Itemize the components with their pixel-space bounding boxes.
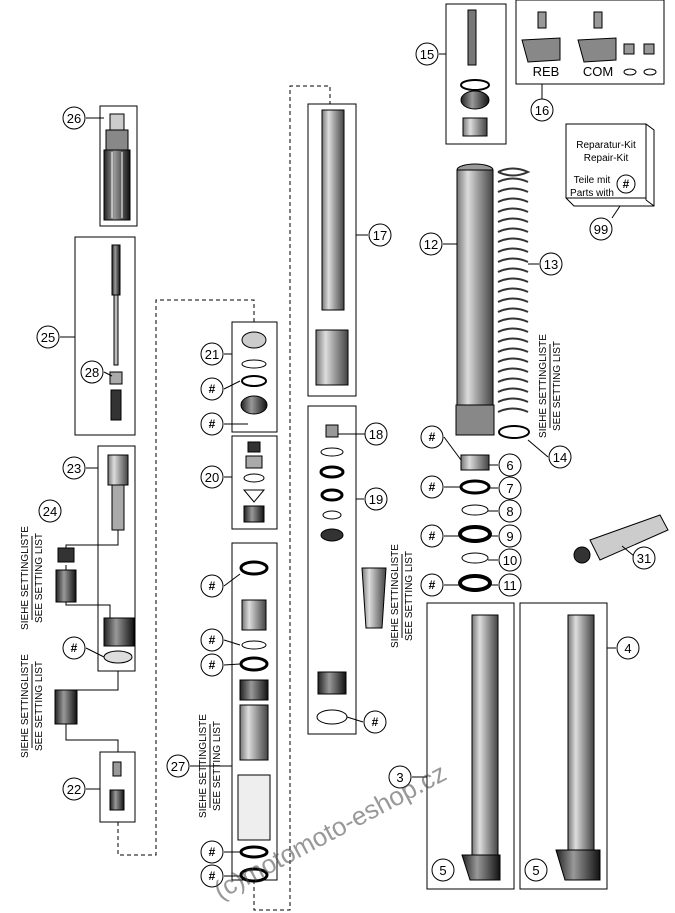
svg-text:SIEHE SETTINGLISTE: SIEHE SETTINGLISTE — [198, 714, 209, 818]
setting-list-label-19: SIEHE SETTINGLISTE SEE SETTING LIST — [390, 544, 415, 648]
svg-text:SEE SETTING LIST: SEE SETTING LIST — [34, 533, 45, 623]
box-4 — [519, 602, 608, 890]
parts-6-11-drawing — [458, 454, 492, 592]
hash-callout: # — [429, 430, 436, 444]
callout-25: 25 — [41, 330, 55, 345]
setting-list-label-27: SIEHE SETTINGLISTE SEE SETTING LIST — [198, 714, 223, 818]
box-15 — [445, 3, 507, 145]
part-27-drawing — [237, 560, 271, 883]
repair-kit-box — [565, 123, 655, 207]
part-24-drawing — [54, 547, 78, 725]
box-23 — [97, 445, 136, 672]
svg-text:SIEHE SETTINGLISTE: SIEHE SETTINGLISTE — [20, 654, 31, 758]
part-13-drawing — [497, 167, 531, 413]
callout-5-right: 5 — [532, 863, 539, 878]
connector-22 — [65, 720, 119, 752]
hash-callout: # — [209, 382, 216, 396]
repair-kit-en: Repair-Kit — [584, 153, 629, 164]
setting-list-label-22: SIEHE SETTINGLISTE SEE SETTING LIST — [20, 654, 45, 758]
hash-callout: # — [429, 578, 436, 592]
hash-callout: # — [429, 480, 436, 494]
callout-15: 15 — [420, 47, 434, 62]
parts-with-en: Parts with — [570, 188, 614, 199]
callout-21: 21 — [205, 347, 219, 362]
callout-18: 18 — [369, 427, 383, 442]
box-26 — [99, 105, 138, 227]
part-22-drawing — [109, 761, 125, 811]
part-31-drawing — [573, 514, 669, 564]
setting-list-label-24: SIEHE SETTINGLISTE SEE SETTING LIST — [20, 526, 45, 630]
part-25-drawing — [109, 244, 123, 421]
box-25 — [74, 236, 136, 436]
hash-callout: # — [71, 641, 78, 655]
dash-27-17 — [253, 85, 331, 911]
callout-24: 24 — [43, 504, 57, 519]
callout-23: 23 — [67, 461, 81, 476]
hash-callout: # — [209, 417, 216, 431]
svg-text:SIEHE SETTINGLISTE: SIEHE SETTINGLISTE — [538, 334, 549, 438]
svg-text:SEE SETTING LIST: SEE SETTING LIST — [212, 721, 223, 811]
callout-28: 28 — [85, 365, 99, 380]
lower-leg-4-drawing — [555, 614, 601, 881]
repair-kit-de: Reparatur-Kit — [576, 140, 636, 151]
part-17-drawing — [315, 109, 349, 386]
svg-text:SIEHE SETTINGLISTE: SIEHE SETTINGLISTE — [20, 526, 31, 630]
callout-19: 19 — [369, 492, 383, 507]
callout-22: 22 — [67, 782, 81, 797]
lower-leg-3-drawing — [461, 614, 501, 881]
box-17 — [307, 103, 357, 397]
callout-14: 14 — [553, 450, 567, 465]
callout-6: 6 — [506, 458, 513, 473]
part-21-drawing — [240, 331, 268, 415]
hash-callout: # — [372, 715, 379, 729]
hash-callout: # — [209, 633, 216, 647]
svg-text:SEE SETTING LIST: SEE SETTING LIST — [552, 341, 563, 431]
part-12-drawing — [455, 163, 495, 436]
hash-callout: # — [209, 869, 216, 883]
part-26-drawing — [103, 113, 131, 221]
part-15-drawing — [460, 9, 490, 137]
com-label: COM — [583, 64, 613, 79]
callout-99: 99 — [594, 222, 608, 237]
svg-text:SEE SETTING LIST: SEE SETTING LIST — [404, 551, 415, 641]
hash-callout: # — [429, 529, 436, 543]
callout-17: 17 — [373, 228, 387, 243]
box-19 — [307, 405, 357, 735]
hash-callout: # — [209, 579, 216, 593]
box-20 — [231, 435, 278, 530]
box-3 — [426, 602, 515, 890]
part-16-drawing — [521, 11, 657, 76]
setting-list-label-13: SIEHE SETTINGLISTE SEE SETTING LIST — [538, 334, 563, 438]
reb-label: REB — [533, 64, 560, 79]
callout-3: 3 — [396, 770, 403, 785]
hash-callout: # — [209, 658, 216, 672]
callout-13: 13 — [544, 257, 558, 272]
callout-27: 27 — [171, 759, 185, 774]
part-19-drawing — [316, 424, 387, 725]
callout-31: 31 — [637, 551, 651, 566]
callout-4: 4 — [624, 641, 631, 656]
svg-text:SEE SETTING LIST: SEE SETTING LIST — [34, 661, 45, 751]
part-20-drawing — [242, 441, 266, 523]
callout-16: 16 — [535, 103, 549, 118]
callout-11: 11 — [503, 578, 517, 593]
box-16 — [515, 0, 665, 85]
part-23-drawing — [103, 454, 135, 664]
hash-callout: # — [623, 177, 630, 191]
callout-9: 9 — [506, 529, 513, 544]
callout-10: 10 — [503, 553, 517, 568]
callout-7: 7 — [506, 481, 513, 496]
hash-callout: # — [209, 845, 216, 859]
callout-5-left: 5 — [439, 863, 446, 878]
callout-12: 12 — [424, 237, 438, 252]
callout-20: 20 — [205, 470, 219, 485]
part-14-drawing — [498, 425, 530, 439]
callout-8: 8 — [506, 504, 513, 519]
svg-text:SIEHE SETTINGLISTE: SIEHE SETTINGLISTE — [390, 544, 401, 648]
callout-26: 26 — [67, 111, 81, 126]
parts-with-de: Teile mit — [574, 175, 611, 186]
